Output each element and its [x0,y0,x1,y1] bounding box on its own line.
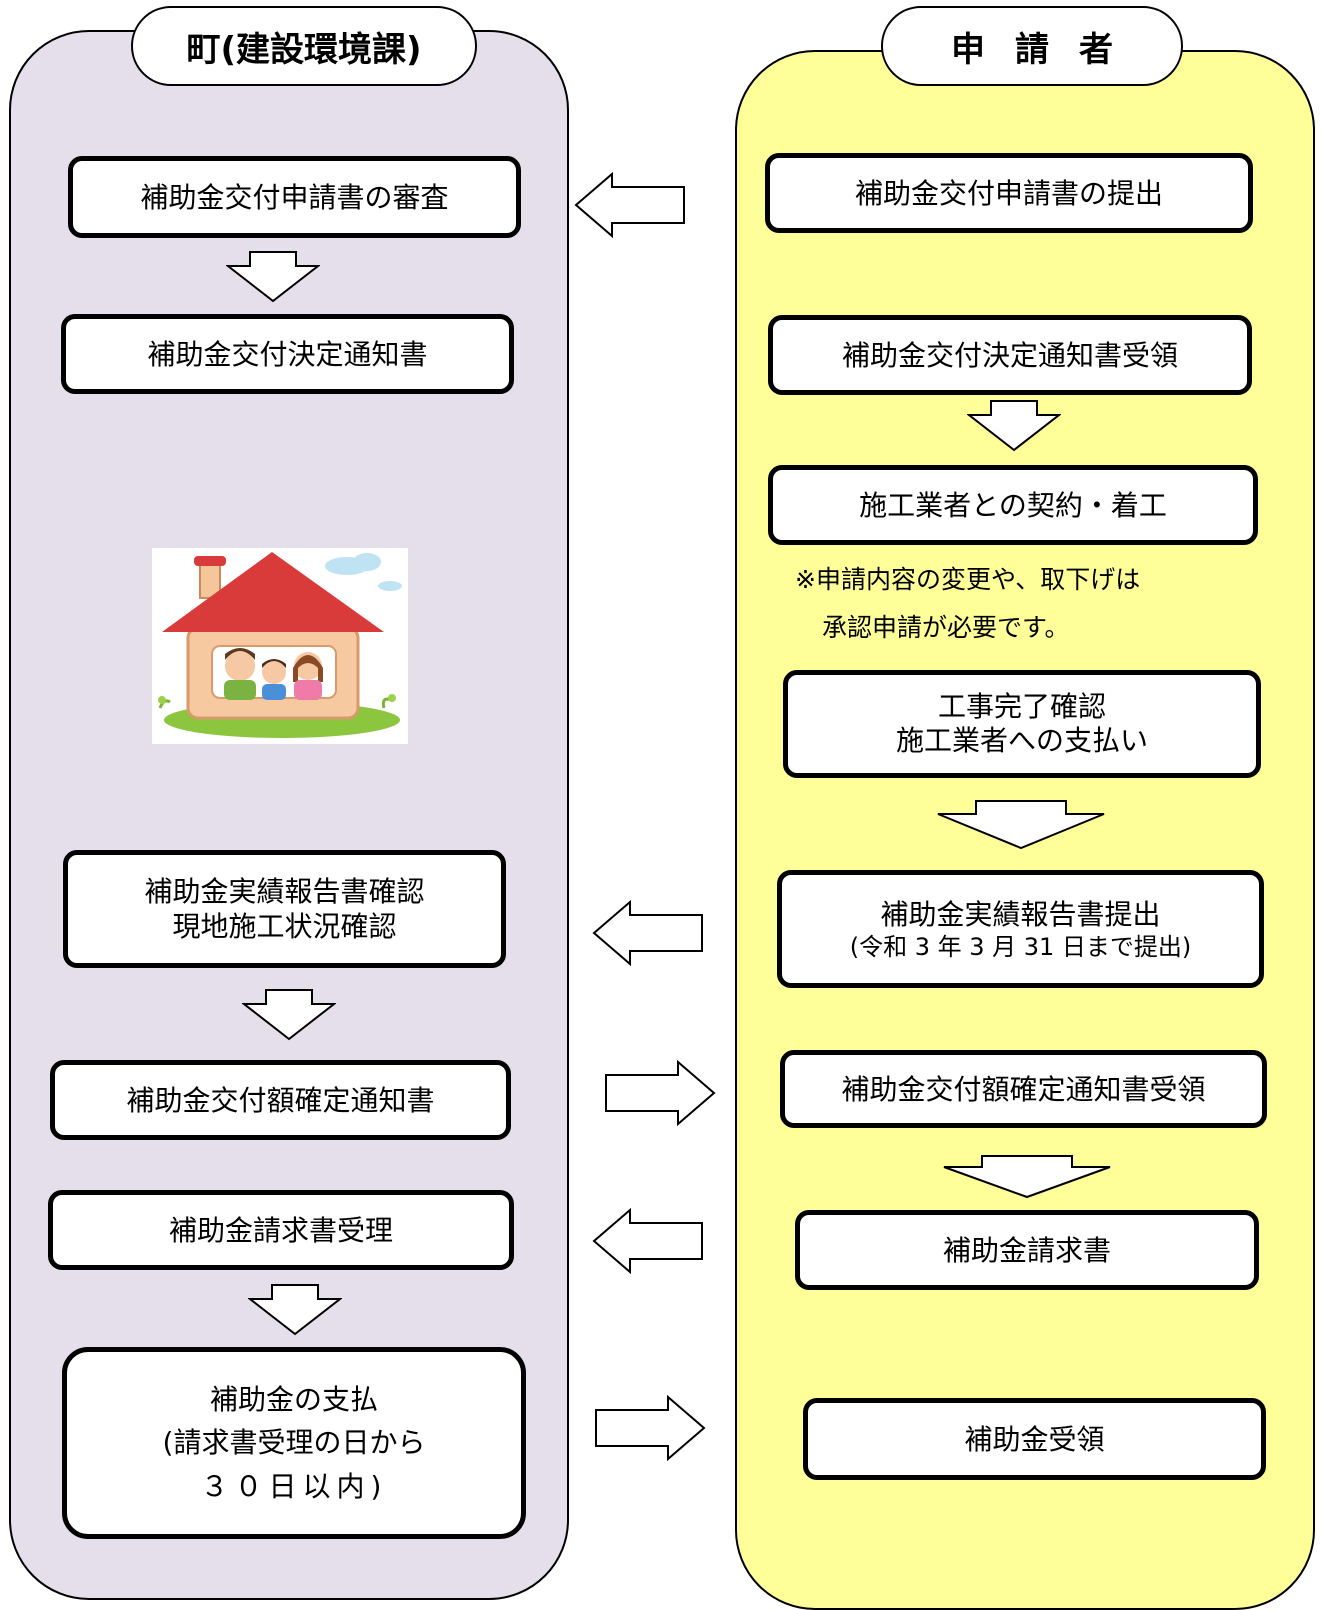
completion-line-1: 工事完了確認 [937,690,1106,724]
change-note-line-2: 承認申請が必要です。 [822,613,1070,642]
payment-line-3: ３０日以内) [200,1469,388,1503]
down-arrow-icon [937,800,1105,850]
step-amount-receipt: 補助金交付額確定通知書受領 [780,1050,1267,1128]
step-payment: 補助金の支払 (請求書受理の日から ３０日以内) [62,1347,526,1539]
right-arrow-icon [605,1060,716,1126]
step-application-review: 補助金交付申請書の審査 [68,156,521,238]
left-arrow-icon [592,1208,703,1274]
right-arrow-icon [595,1395,706,1461]
step-amount-notice: 補助金交付額確定通知書 [50,1060,511,1140]
down-arrow-icon [943,1155,1111,1199]
report-check-line-2: 現地施工状況確認 [172,910,397,943]
applicant-lane-header: 申請者 [881,6,1183,86]
report-deadline-line: (令和 3 年 3 月 31 日まで提出) [849,932,1192,961]
step-claim: 補助金請求書 [795,1210,1259,1290]
town-lane [9,30,569,1600]
payment-line-1: 補助金の支払 [209,1382,378,1416]
step-application-submit: 補助金交付申請書の提出 [765,153,1253,233]
change-note-line-1: ※申請内容の変更や、取下げは [795,565,1141,594]
step-contract-start: 施工業者との契約・着工 [768,465,1258,545]
payment-line-2: (請求書受理の日から [162,1426,426,1460]
down-arrow-icon [242,989,336,1041]
down-arrow-icon [967,400,1061,452]
step-claim-receipt: 補助金請求書受理 [48,1190,514,1270]
step-decision-receipt: 補助金交付決定通知書受領 [768,315,1252,395]
step-report-check: 補助金実績報告書確認 現地施工状況確認 [63,850,506,968]
step-decision-notice: 補助金交付決定通知書 [61,314,514,394]
left-arrow-icon [574,172,685,238]
step-completion: 工事完了確認 施工業者への支払い [783,670,1261,778]
house-family-icon [152,548,408,744]
town-lane-header: 町(建設環境課) [131,6,477,86]
left-arrow-icon [592,900,703,966]
step-report-submit: 補助金実績報告書提出 (令和 3 年 3 月 31 日まで提出) [777,870,1264,988]
completion-line-2: 施工業者への支払い [895,724,1148,757]
down-arrow-icon [226,251,320,303]
report-check-line-1: 補助金実績報告書確認 [144,875,425,908]
report-submit-line: 補助金実績報告書提出 [880,897,1161,931]
down-arrow-icon [248,1284,342,1336]
step-payment-receipt: 補助金受領 [803,1398,1266,1480]
